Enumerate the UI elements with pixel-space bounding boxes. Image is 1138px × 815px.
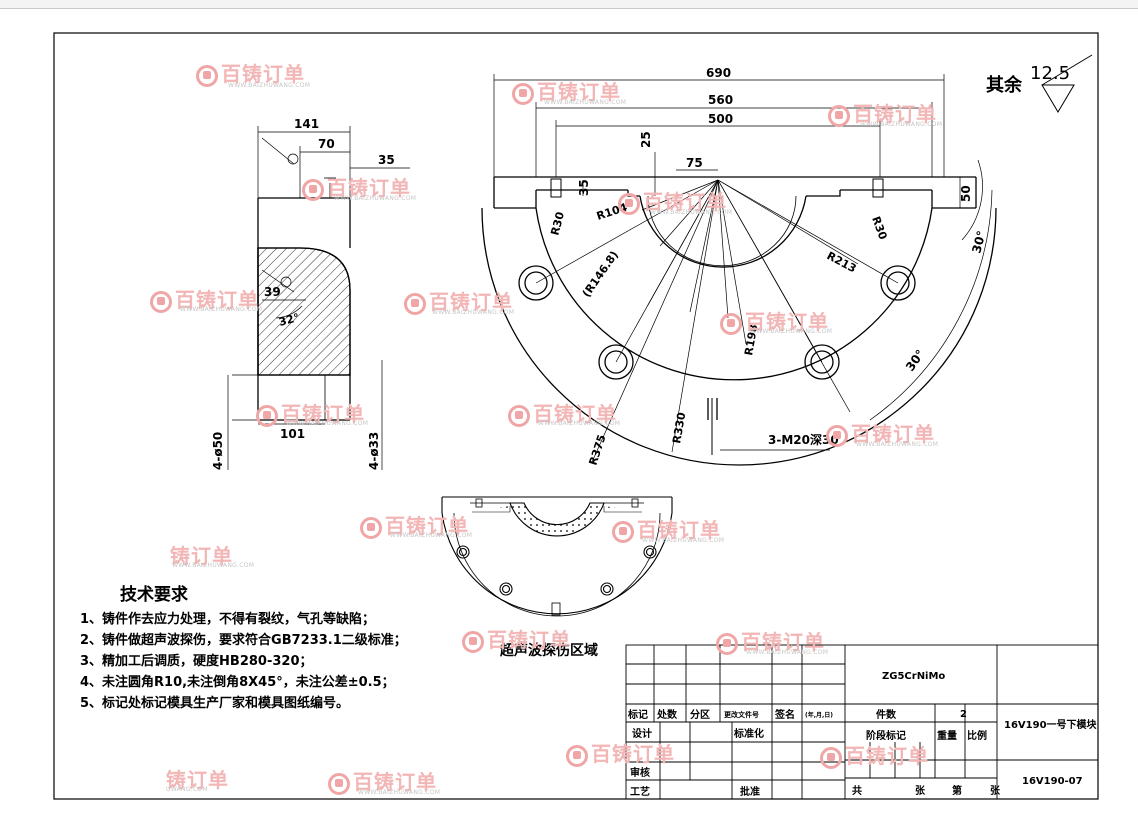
- tb-date: (年,月,日): [805, 711, 833, 719]
- dim-r198: R198: [742, 323, 760, 356]
- dim-r104: R104: [595, 201, 629, 223]
- dim-32deg: 32°: [277, 311, 300, 329]
- tech-req-title: 技术要求: [120, 585, 188, 605]
- tb-mark: 标记: [627, 708, 648, 721]
- technical-requirements: 技术要求 1、铸件作去应力处理，不得有裂纹，气孔等缺陷； 2、铸件做超声波探伤，…: [80, 580, 407, 714]
- surface-finish-label: 其余: [986, 74, 1023, 96]
- dim-35-section: 35: [378, 153, 395, 167]
- dim-r213: R213: [825, 249, 859, 275]
- tb-qty-label: 件数: [876, 708, 897, 721]
- tb-scale: 比例: [967, 729, 987, 742]
- tb-stage-mark: 阶段标记: [866, 729, 906, 742]
- plan-view: [481, 159, 997, 466]
- tech-req-line: 2、铸件做超声波探伤，要求符合GB7233.1二级标准；: [80, 633, 407, 648]
- tech-req-line: 5、标记处标记模具生产厂家和模具图纸编号。: [80, 696, 350, 711]
- dim-50: 50: [959, 185, 973, 202]
- dim-thread: 3-M20深30: [768, 432, 839, 447]
- dim-r375: R375: [586, 433, 608, 467]
- dim-35-plan: 35: [577, 179, 591, 196]
- section-view: [257, 177, 351, 421]
- dim-r30-right: R30: [869, 215, 889, 242]
- dim-phi50: 4-ø50: [211, 432, 225, 470]
- tb-sheet-b: 张: [990, 784, 1001, 797]
- drawing-frame: [53, 32, 1099, 800]
- dim-70: 70: [318, 137, 335, 151]
- inspection-area-label: 超声波探伤区域: [499, 642, 598, 659]
- dim-r330: R330: [670, 411, 688, 445]
- tb-change-doc: 更改文件号: [724, 710, 759, 719]
- dim-r30-left: R30: [548, 210, 567, 237]
- tech-req-line: 4、未注圆角R10,未注倒角8X45°，未注公差±0.5；: [80, 675, 395, 690]
- section-dimension-lines: [227, 126, 410, 470]
- tech-req-line: 1、铸件作去应力处理，不得有裂纹，气孔等缺陷；: [80, 612, 376, 627]
- dim-25: 25: [639, 131, 653, 148]
- dim-39: 39: [264, 285, 281, 299]
- tb-count: 处数: [656, 708, 678, 721]
- tb-approve: 批准: [740, 785, 760, 798]
- tb-nth: 第: [952, 784, 962, 797]
- dim-phi33: 4-ø33: [367, 432, 381, 470]
- dim-141: 141: [294, 117, 319, 131]
- dim-30deg-top: 30°: [969, 229, 988, 255]
- surface-finish-symbol: [1041, 54, 1093, 113]
- dim-75: 75: [686, 156, 703, 170]
- inspection-view: [441, 496, 673, 617]
- tb-qty-value: 2: [960, 709, 967, 720]
- tb-review: 审核: [630, 766, 650, 779]
- dim-r146: (R146.8): [580, 249, 621, 300]
- dim-30deg-bottom: 30°: [903, 347, 927, 374]
- dim-690: 690: [706, 66, 731, 80]
- tb-sign: 签名: [774, 708, 795, 721]
- tb-process: 工艺: [630, 785, 650, 798]
- plan-dimension-lines: [493, 74, 961, 451]
- dim-101: 101: [280, 427, 305, 441]
- surface-finish-value: 12.5: [1030, 63, 1070, 84]
- tb-standardize: 标准化: [733, 727, 764, 740]
- tb-total: 共: [852, 784, 862, 797]
- dim-500: 500: [708, 112, 733, 126]
- tb-sheet-a: 张: [915, 784, 926, 797]
- tb-drawing-no: 16V190-07: [1022, 776, 1083, 787]
- material-text: ZG5CrNiMo: [882, 671, 945, 682]
- tb-zone: 分区: [690, 708, 710, 721]
- dim-560: 560: [708, 93, 733, 107]
- tb-design: 设计: [632, 727, 652, 740]
- viewer-top-bar: [0, 0, 1138, 9]
- tb-part-name: 16V190一号下模块: [1004, 718, 1098, 731]
- tb-weight: 重量: [937, 729, 957, 742]
- title-block: [625, 644, 1099, 800]
- tech-req-line: 3、精加工后调质，硬度HB280-320；: [80, 654, 313, 669]
